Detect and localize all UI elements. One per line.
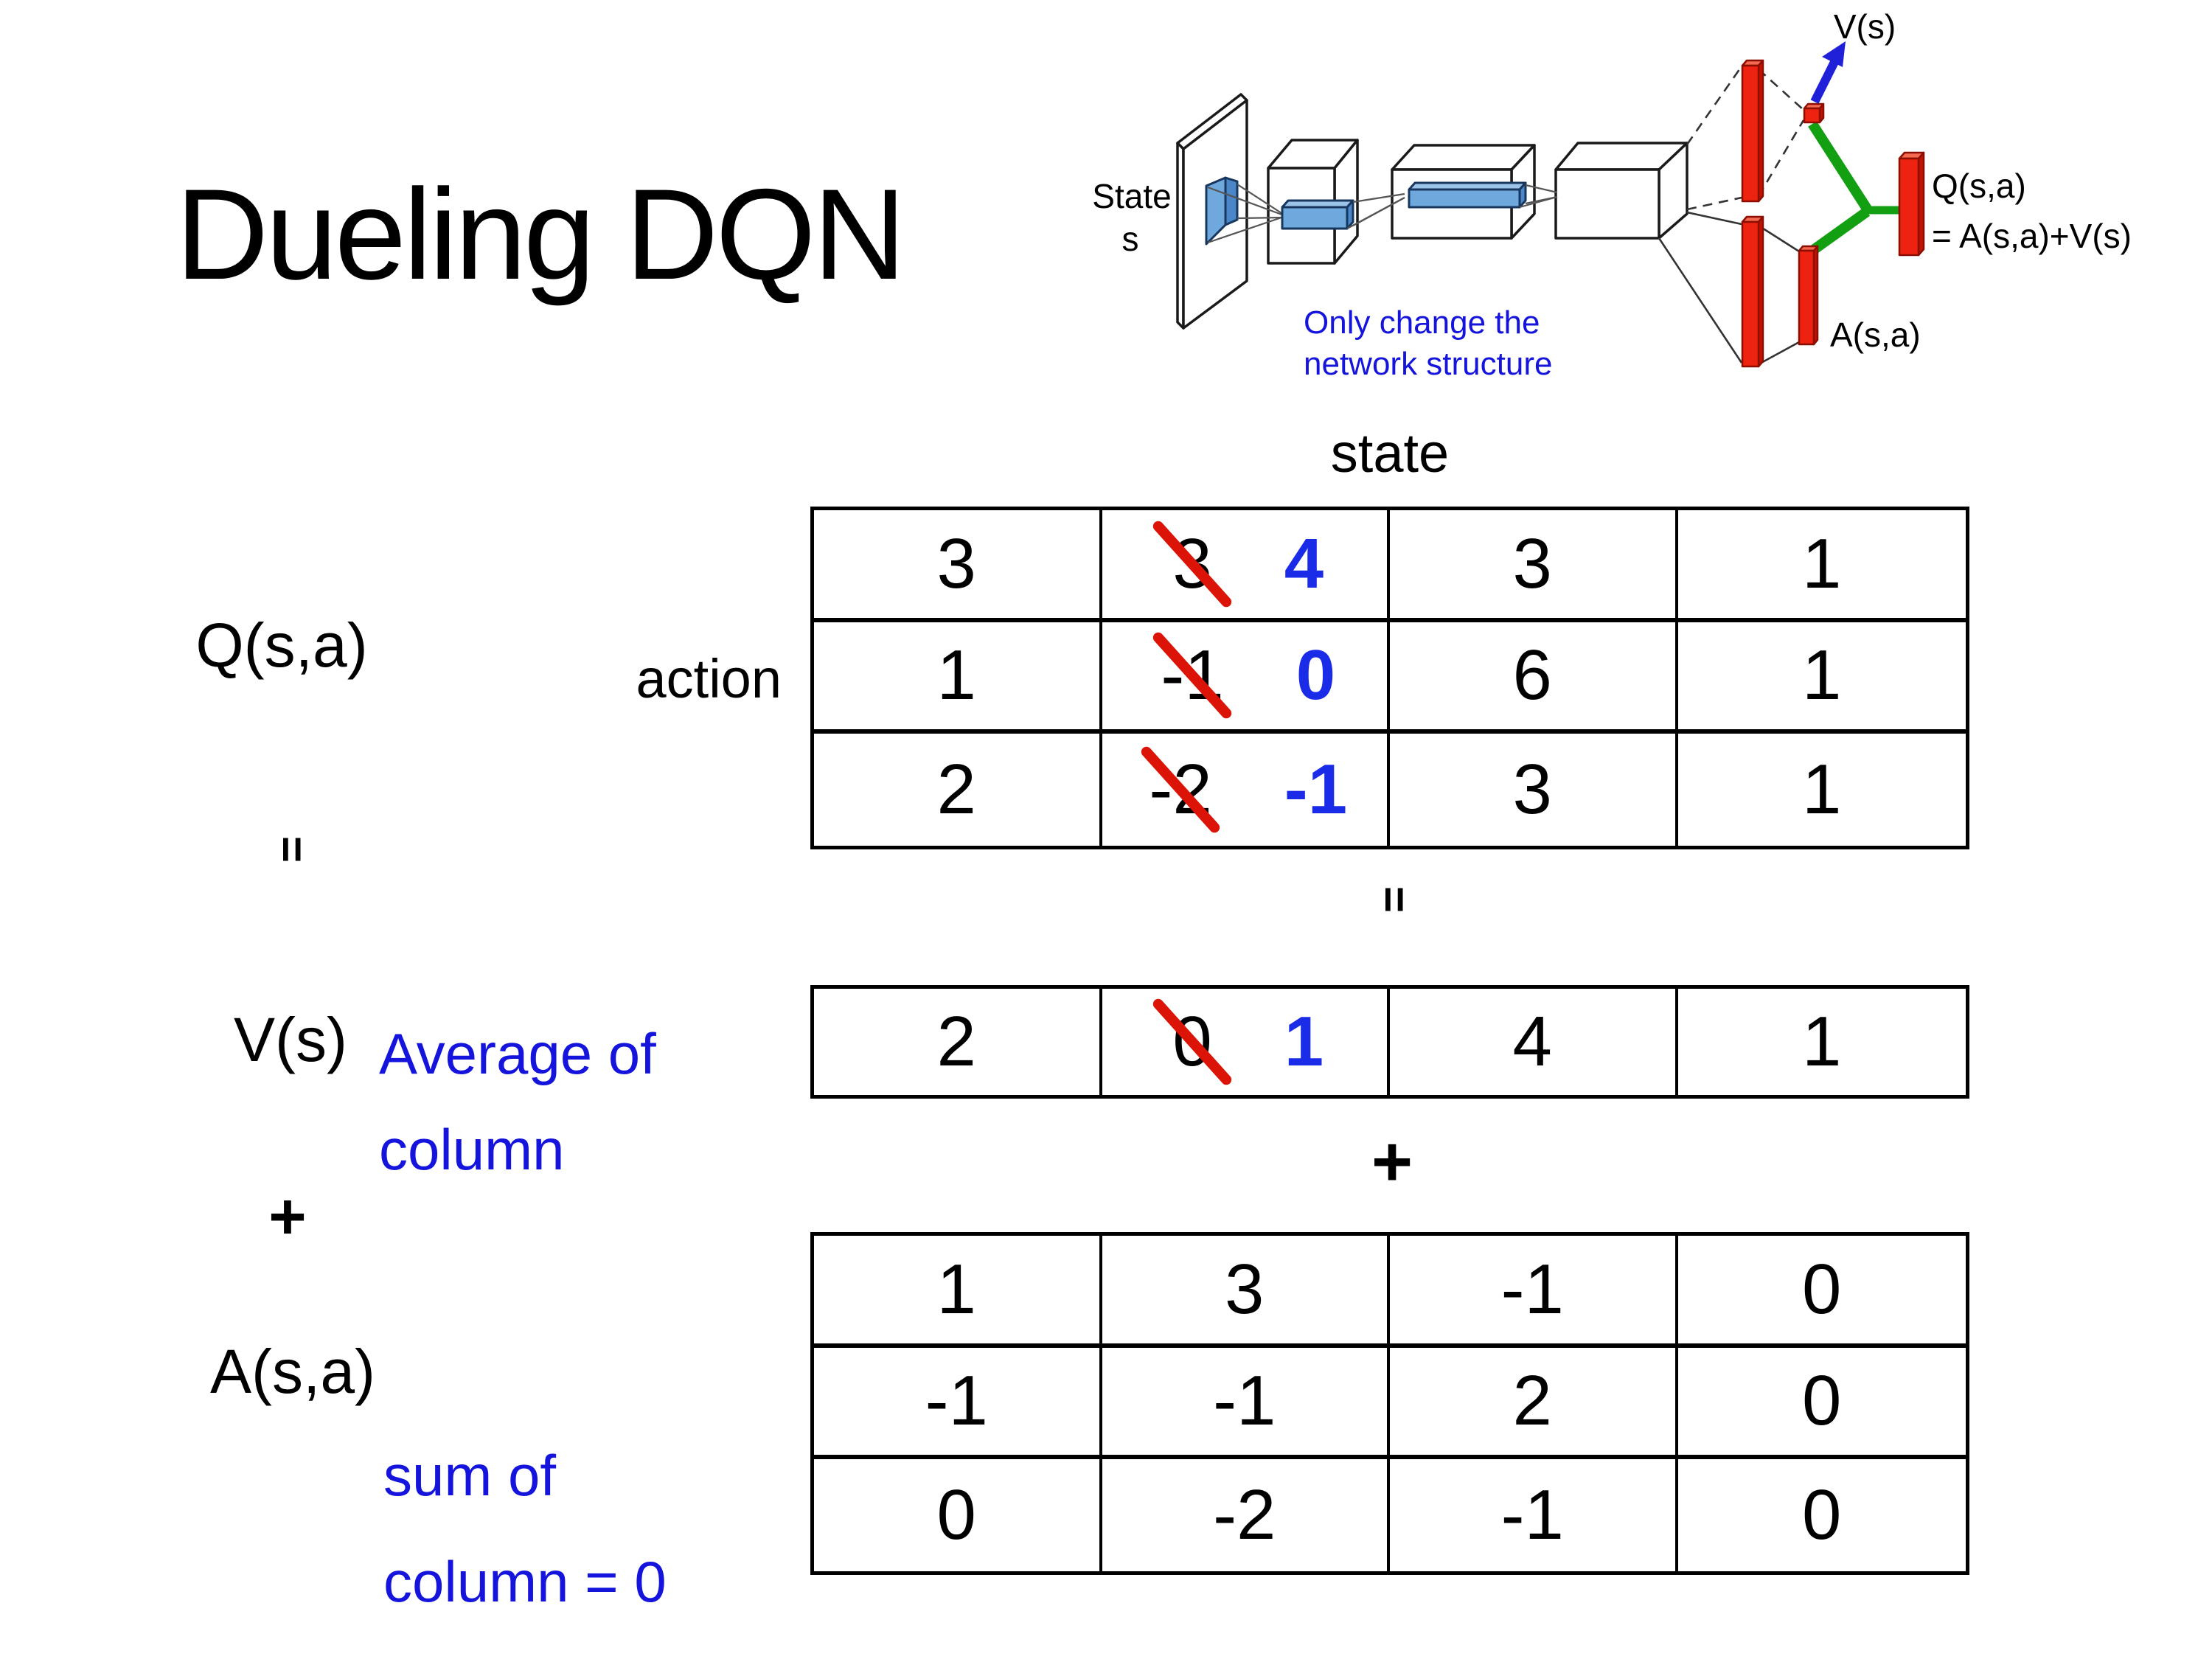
q-table-cell: 3 <box>814 510 1102 622</box>
v-function-label: V(s) <box>234 1005 347 1074</box>
q-table-cell: 1 <box>1802 750 1842 830</box>
a-table-cell: 1 <box>814 1236 1102 1348</box>
v-table-cell: 1 <box>1802 1002 1842 1081</box>
plus-mid: + <box>1371 1122 1413 1201</box>
a-table-cell: 0 <box>814 1459 1102 1571</box>
q-table: 3 3 4 3 1 1 -1 0 6 1 2 -2 -1 3 1 <box>810 507 1969 849</box>
average-note: Average of column <box>379 1025 656 1178</box>
a-table: 1 3 -1 0 -1 -1 2 0 0 -2 -1 0 <box>810 1232 1969 1575</box>
q-table-cell: 3 <box>1390 510 1678 622</box>
new-value: 4 <box>1284 524 1324 603</box>
q-table-cell: 2 <box>814 734 1102 846</box>
a-table-cell: -1 <box>814 1347 1102 1460</box>
sum-note-line1: sum of <box>383 1443 557 1508</box>
feature-bar-2 <box>1408 181 1527 209</box>
struck-value: 3 <box>1150 518 1234 609</box>
a-table-cell: 0 <box>1677 1236 1966 1348</box>
green-connector <box>1804 121 1902 259</box>
diagram-q-label: Q(s,a) <box>1932 167 2026 205</box>
network-diagram: State s V(s) Q(s,a) = A(s,a)+V(s) A(s,a)… <box>1092 7 2132 382</box>
state-header: state <box>1330 422 1450 484</box>
diagram-note-line1: Only change the <box>1304 305 1540 341</box>
slide-title: Dueling DQN <box>175 163 906 307</box>
value-arrow-icon <box>1810 41 1846 104</box>
q-table-cell: 1 <box>814 622 1102 734</box>
diagram-a-label: A(s,a) <box>1830 316 1921 354</box>
a-table-cell: -1 <box>1390 1236 1678 1348</box>
average-note-line2: column <box>379 1117 565 1182</box>
plus-left: + <box>268 1180 307 1253</box>
equals-mid-glyph: = <box>1368 886 1419 914</box>
value-neuron <box>1803 102 1825 124</box>
q-table-cell-corrected: -2 -1 <box>1102 734 1390 846</box>
v-table: 2 0 1 4 1 <box>810 985 1969 1099</box>
sum-note-line2: column = 0 <box>383 1549 667 1614</box>
new-value: 0 <box>1295 636 1336 715</box>
q-table-cell: 1 <box>1677 510 1966 622</box>
v-table-cell: 2 <box>814 989 1102 1095</box>
new-value: -1 <box>1284 750 1348 830</box>
q-table-cell: 1 <box>1677 622 1966 734</box>
q-output-bar <box>1898 151 1925 257</box>
diagram-note-line2: network structure <box>1304 346 1552 382</box>
sum-note: sum of column = 0 <box>383 1447 667 1610</box>
struck-value: -2 <box>1139 744 1222 835</box>
q-table-cell-corrected: 3 4 <box>1102 510 1390 622</box>
diagram-v-label: V(s) <box>1834 7 1896 46</box>
q-table-cell: 6 <box>1390 622 1678 734</box>
a-table-cell: 3 <box>1102 1236 1390 1348</box>
a-table-cell: -1 <box>1390 1459 1678 1571</box>
v-table-cell: 4 <box>1390 989 1678 1095</box>
a-table-cell: 0 <box>1677 1348 1966 1460</box>
receptive-field-lines <box>1207 184 1284 244</box>
v-table-cell-corrected: 0 1 <box>1102 989 1390 1095</box>
fc-wires <box>1658 66 1805 366</box>
a-table-cell: 2 <box>1390 1347 1678 1460</box>
q-function-label: Q(s,a) <box>195 611 368 680</box>
average-note-line1: Average of <box>379 1021 656 1086</box>
fc-bar-top <box>1741 59 1764 203</box>
advantage-bar <box>1798 245 1819 346</box>
equals-left-glyph: = <box>266 835 317 863</box>
equals-mid: = <box>1320 855 1467 944</box>
fc-bar-bottom <box>1741 215 1764 368</box>
equals-left: = <box>218 813 365 886</box>
conv-box-3 <box>1554 142 1688 240</box>
action-header: action <box>636 648 782 709</box>
q-table-cell: 3 <box>1390 734 1678 846</box>
a-table-cell: -1 <box>1102 1347 1390 1460</box>
diagram-state-label: State <box>1092 177 1171 215</box>
a-function-label: A(s,a) <box>209 1337 376 1406</box>
fan-lines-2 <box>1346 192 1405 229</box>
diagram-q-formula: = A(s,a)+V(s) <box>1932 217 2132 255</box>
struck-value: -1 <box>1150 630 1234 721</box>
a-table-cell: -2 <box>1102 1459 1390 1571</box>
a-table-cell: 0 <box>1802 1475 1842 1555</box>
conv-filter <box>1205 176 1239 246</box>
diagram-state-s: s <box>1122 220 1139 258</box>
fan-lines-3 <box>1519 184 1558 209</box>
q-table-cell-corrected: -1 0 <box>1102 622 1390 734</box>
struck-value: 0 <box>1150 996 1234 1088</box>
new-value: 1 <box>1284 1002 1324 1081</box>
feature-bar-1 <box>1281 199 1354 230</box>
